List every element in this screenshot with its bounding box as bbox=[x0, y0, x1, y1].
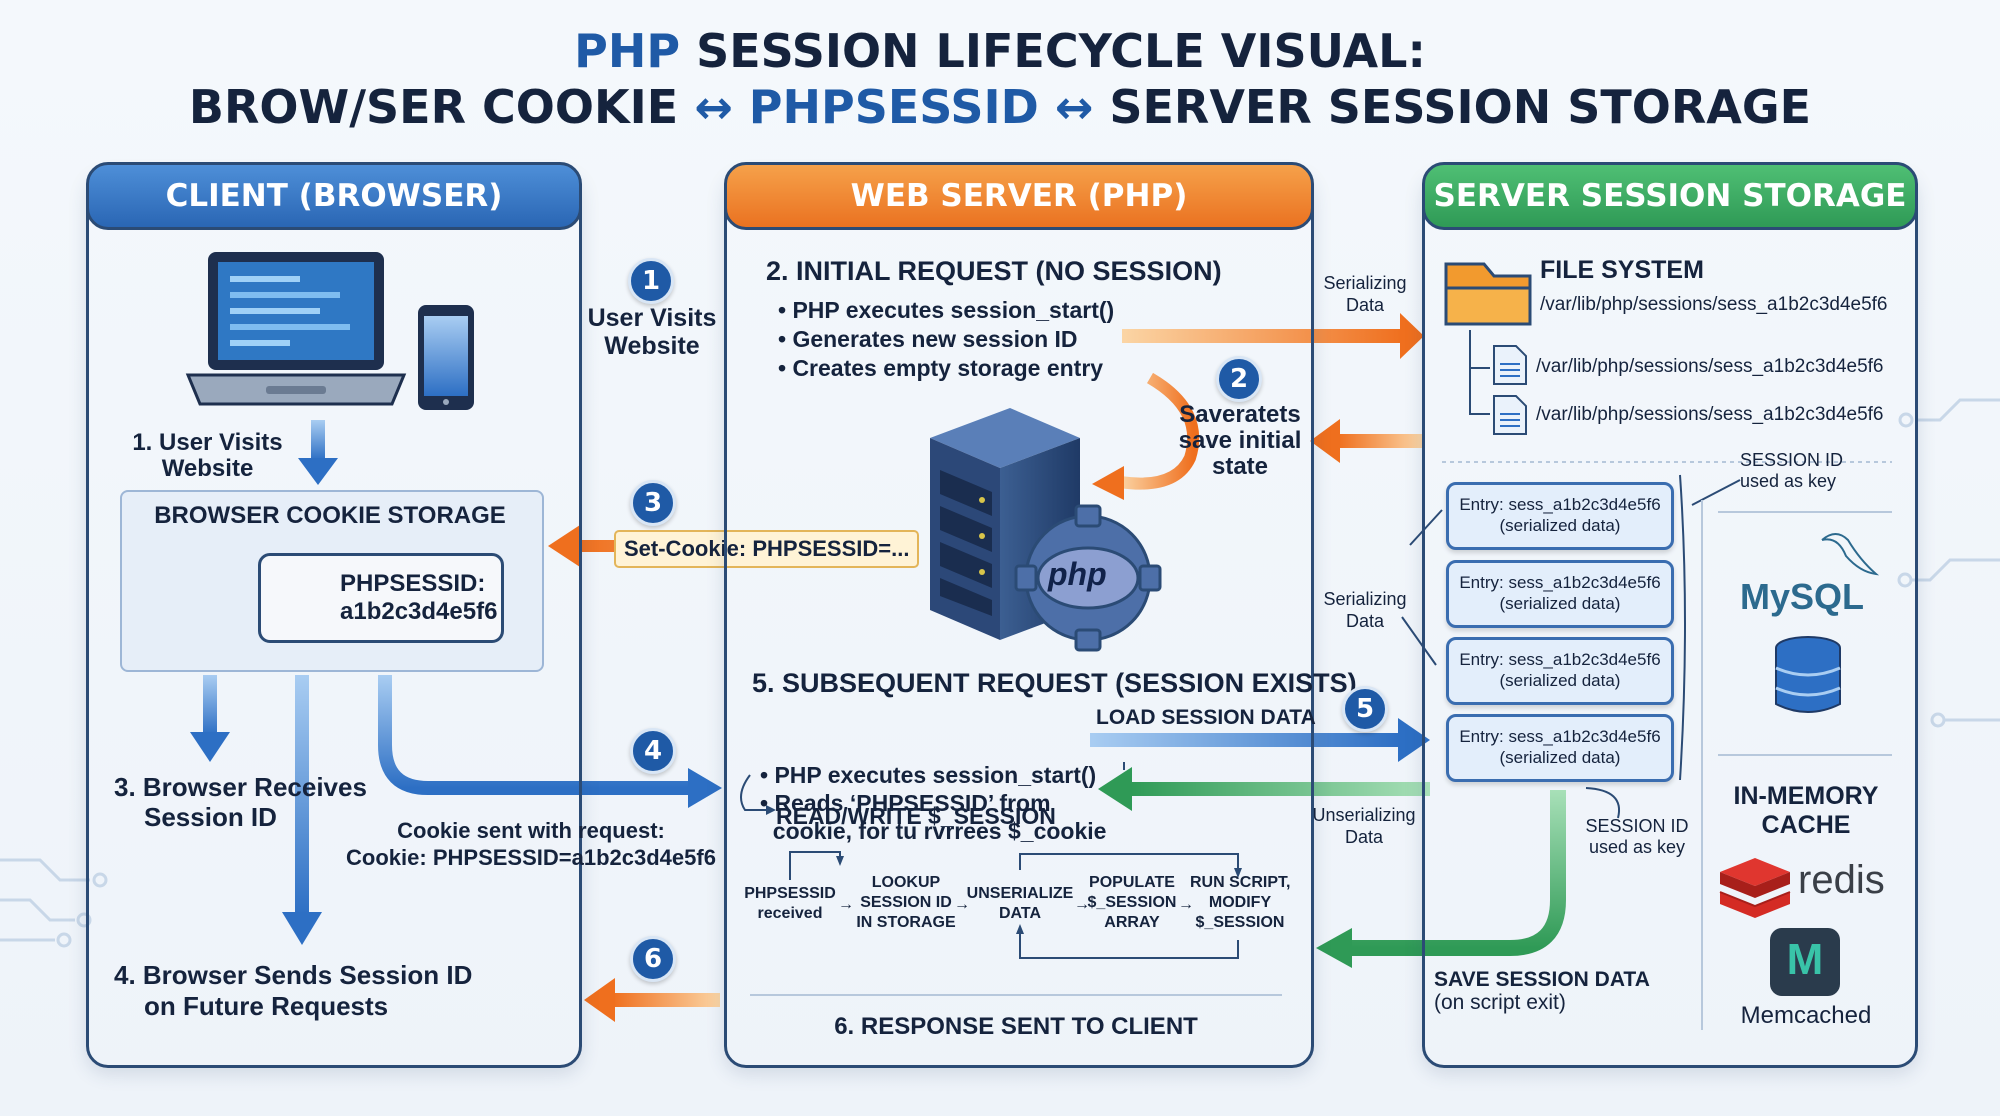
save-session-label: SAVE SESSION DATA(on script exit) bbox=[1434, 968, 1650, 1014]
php-logo-text: php bbox=[1048, 556, 1107, 592]
memcached-label: Memcached bbox=[1740, 1002, 1872, 1029]
mysql-logo: MySQL bbox=[1740, 576, 1865, 617]
laptop-icon bbox=[185, 252, 407, 406]
fs-path-3: /var/lib/php/sessions/sess_a1b2c3d4e5f6 bbox=[1536, 404, 1884, 425]
database-icon bbox=[1775, 636, 1841, 713]
read-write-session: READ/WRITE $_SESSION bbox=[776, 803, 1056, 829]
phone-icon bbox=[418, 305, 474, 410]
subsequent-request-bullets: • PHP executes session_start()• Reads ‘P… bbox=[760, 762, 1107, 844]
php-gear-icon bbox=[1014, 504, 1162, 652]
file-icon-1 bbox=[1493, 345, 1527, 385]
webserver-header: WEB SERVER (PHP) bbox=[724, 162, 1314, 230]
step-number-3: 3 bbox=[630, 480, 676, 526]
phpsessid-cookie bbox=[258, 553, 504, 643]
storage-entry-2: Entry: sess_a1b2c3d4e5f6(serialized data… bbox=[1446, 560, 1674, 628]
save-session-arrow bbox=[1348, 790, 1566, 956]
unserialize-arrow bbox=[1130, 782, 1430, 796]
step-number-6: 6 bbox=[630, 936, 676, 982]
page-title-line1: PHP SESSION LIFECYCLE VISUAL: bbox=[574, 24, 1426, 78]
initial-request-title: 2. INITIAL REQUEST (NO SESSION) bbox=[766, 256, 1222, 286]
storage-entry-1: Entry: sess_a1b2c3d4e5f6(serialized data… bbox=[1446, 482, 1674, 550]
fs-path-2: /var/lib/php/sessions/sess_a1b2c3d4e5f6 bbox=[1536, 356, 1884, 377]
storage-entry-4: Entry: sess_a1b2c3d4e5f6(serialized data… bbox=[1446, 714, 1674, 782]
subsequent-request-title: 5. SUBSEQUENT REQUEST (SESSION EXISTS) bbox=[752, 668, 1357, 698]
circuit-decoration-right bbox=[1897, 398, 2000, 728]
step-number-1: 1 bbox=[628, 258, 674, 304]
cookie-storage-title: BROWSER COOKIE STORAGE bbox=[154, 502, 506, 529]
file-icon-2 bbox=[1493, 395, 1527, 435]
load-session-label: LOAD SESSION DATA bbox=[1096, 706, 1316, 729]
step-number-4: 4 bbox=[630, 728, 676, 774]
storage-header: SERVER SESSION STORAGE bbox=[1422, 162, 1918, 230]
serialize-arrow-top bbox=[1122, 329, 1404, 343]
set-cookie-label: Set-Cookie: PHPSESSID=... bbox=[614, 530, 920, 568]
circuit-decoration-left bbox=[0, 858, 108, 948]
cookie-sent-label: Cookie sent with request:Cookie: PHPSESS… bbox=[346, 818, 716, 870]
save-initial-arrow bbox=[1338, 434, 1422, 448]
flow-step-run-script: RUN SCRIPT,MODIFY$_SESSION bbox=[1190, 874, 1291, 931]
file-system-title: FILE SYSTEM bbox=[1540, 256, 1704, 284]
storage-entry-3: Entry: sess_a1b2c3d4e5f6(serialized data… bbox=[1446, 637, 1674, 705]
client-header: CLIENT (BROWSER) bbox=[86, 162, 582, 230]
mysql-dolphin-icon bbox=[1821, 533, 1880, 576]
cookie-value: PHPSESSID:a1b2c3d4e5f6 bbox=[340, 570, 498, 625]
memcached-logo-letter: M bbox=[1786, 935, 1824, 984]
folder-icon bbox=[1444, 262, 1532, 326]
response-arrow bbox=[612, 993, 720, 1007]
response-sent-label: 6. RESPONSE SENT TO CLIENT bbox=[834, 1013, 1198, 1040]
initial-request-bullets: • PHP executes session_start()• Generate… bbox=[778, 297, 1115, 381]
redis-logo: redis bbox=[1798, 858, 1885, 902]
flow-connectors bbox=[740, 762, 1239, 959]
memcached-icon bbox=[1770, 928, 1840, 996]
save-initial-curve bbox=[1119, 372, 1200, 490]
step-number-2: 2 bbox=[1216, 356, 1262, 402]
fs-path-1: /var/lib/php/sessions/sess_a1b2c3d4e5f6 bbox=[1540, 294, 1888, 315]
page-title-line2: BROW/SER COOKIE ↔ PHPSESSID ↔ SERVER SES… bbox=[188, 80, 1812, 134]
load-session-arrow bbox=[1090, 733, 1400, 747]
step-number-5: 5 bbox=[1342, 686, 1388, 732]
client-flow-arrows bbox=[190, 420, 722, 945]
redis-icon bbox=[1719, 858, 1791, 918]
